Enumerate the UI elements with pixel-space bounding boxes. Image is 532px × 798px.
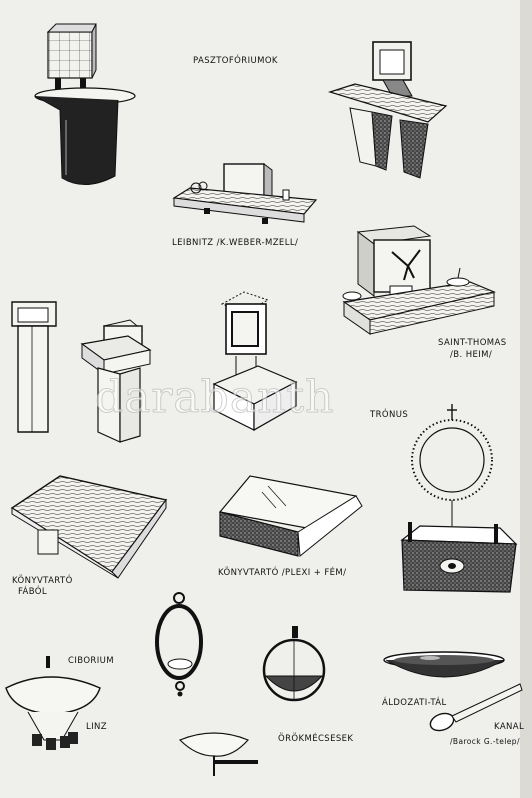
- wood-bookstand-icon: [10, 475, 168, 579]
- glass-cube-stand-icon: [212, 291, 298, 432]
- label-konyvtarto-fabol-2: FÁBÓL: [18, 587, 48, 597]
- offering-bowl-icon: [383, 651, 505, 678]
- ciborium-vessel-icon: [5, 656, 101, 750]
- tabernacle-on-column-icon: [34, 23, 136, 185]
- label-barock: /Barock G.-telep/: [450, 737, 520, 746]
- tabernacle-on-table-icon: [327, 41, 448, 179]
- label-tronus: TRÓNUS: [370, 410, 409, 420]
- stepped-pillar-icon: [80, 319, 152, 443]
- plexi-bookstand-icon: [218, 475, 363, 557]
- wall-lamp-bowl-icon: [178, 732, 258, 776]
- tall-pillar-icon: [11, 301, 57, 433]
- leibnitz-shelf-icon: [172, 163, 318, 224]
- label-leibnitz: LEIBNITZ /K.WEBER-MZELL/: [172, 238, 299, 248]
- label-konyvtarto-fabol: KÖNYVTARTÓ: [12, 576, 73, 586]
- label-kanal: KANAL: [494, 722, 525, 732]
- label-saint-thomas-author: /B. HEIM/: [450, 350, 493, 360]
- throne-crown-icon: [400, 404, 518, 593]
- label-ciborium: CIBORIUM: [68, 656, 114, 666]
- spoon-icon: [429, 683, 523, 732]
- label-konyvtarto-plexi: KÖNYVTARTÓ /PLEXI + FÉM/: [218, 568, 347, 578]
- label-orokmecsesek: ÖRÖKMÉCSESEK: [278, 734, 354, 744]
- paper-edge: [520, 0, 532, 798]
- label-linz: LINZ: [86, 722, 108, 732]
- hanging-lamp-ring-icon: [155, 592, 203, 697]
- hanging-lamp-globe-icon: [262, 626, 326, 702]
- label-aldozati-tal: ÁLDOZATI-TÁL: [382, 698, 447, 708]
- saint-thomas-shelf-icon: [342, 225, 496, 335]
- label-saint-thomas: SAINT-THOMAS: [438, 338, 507, 348]
- title-pasztoforiumok: PASZTOFÓRIUMOK: [193, 56, 278, 66]
